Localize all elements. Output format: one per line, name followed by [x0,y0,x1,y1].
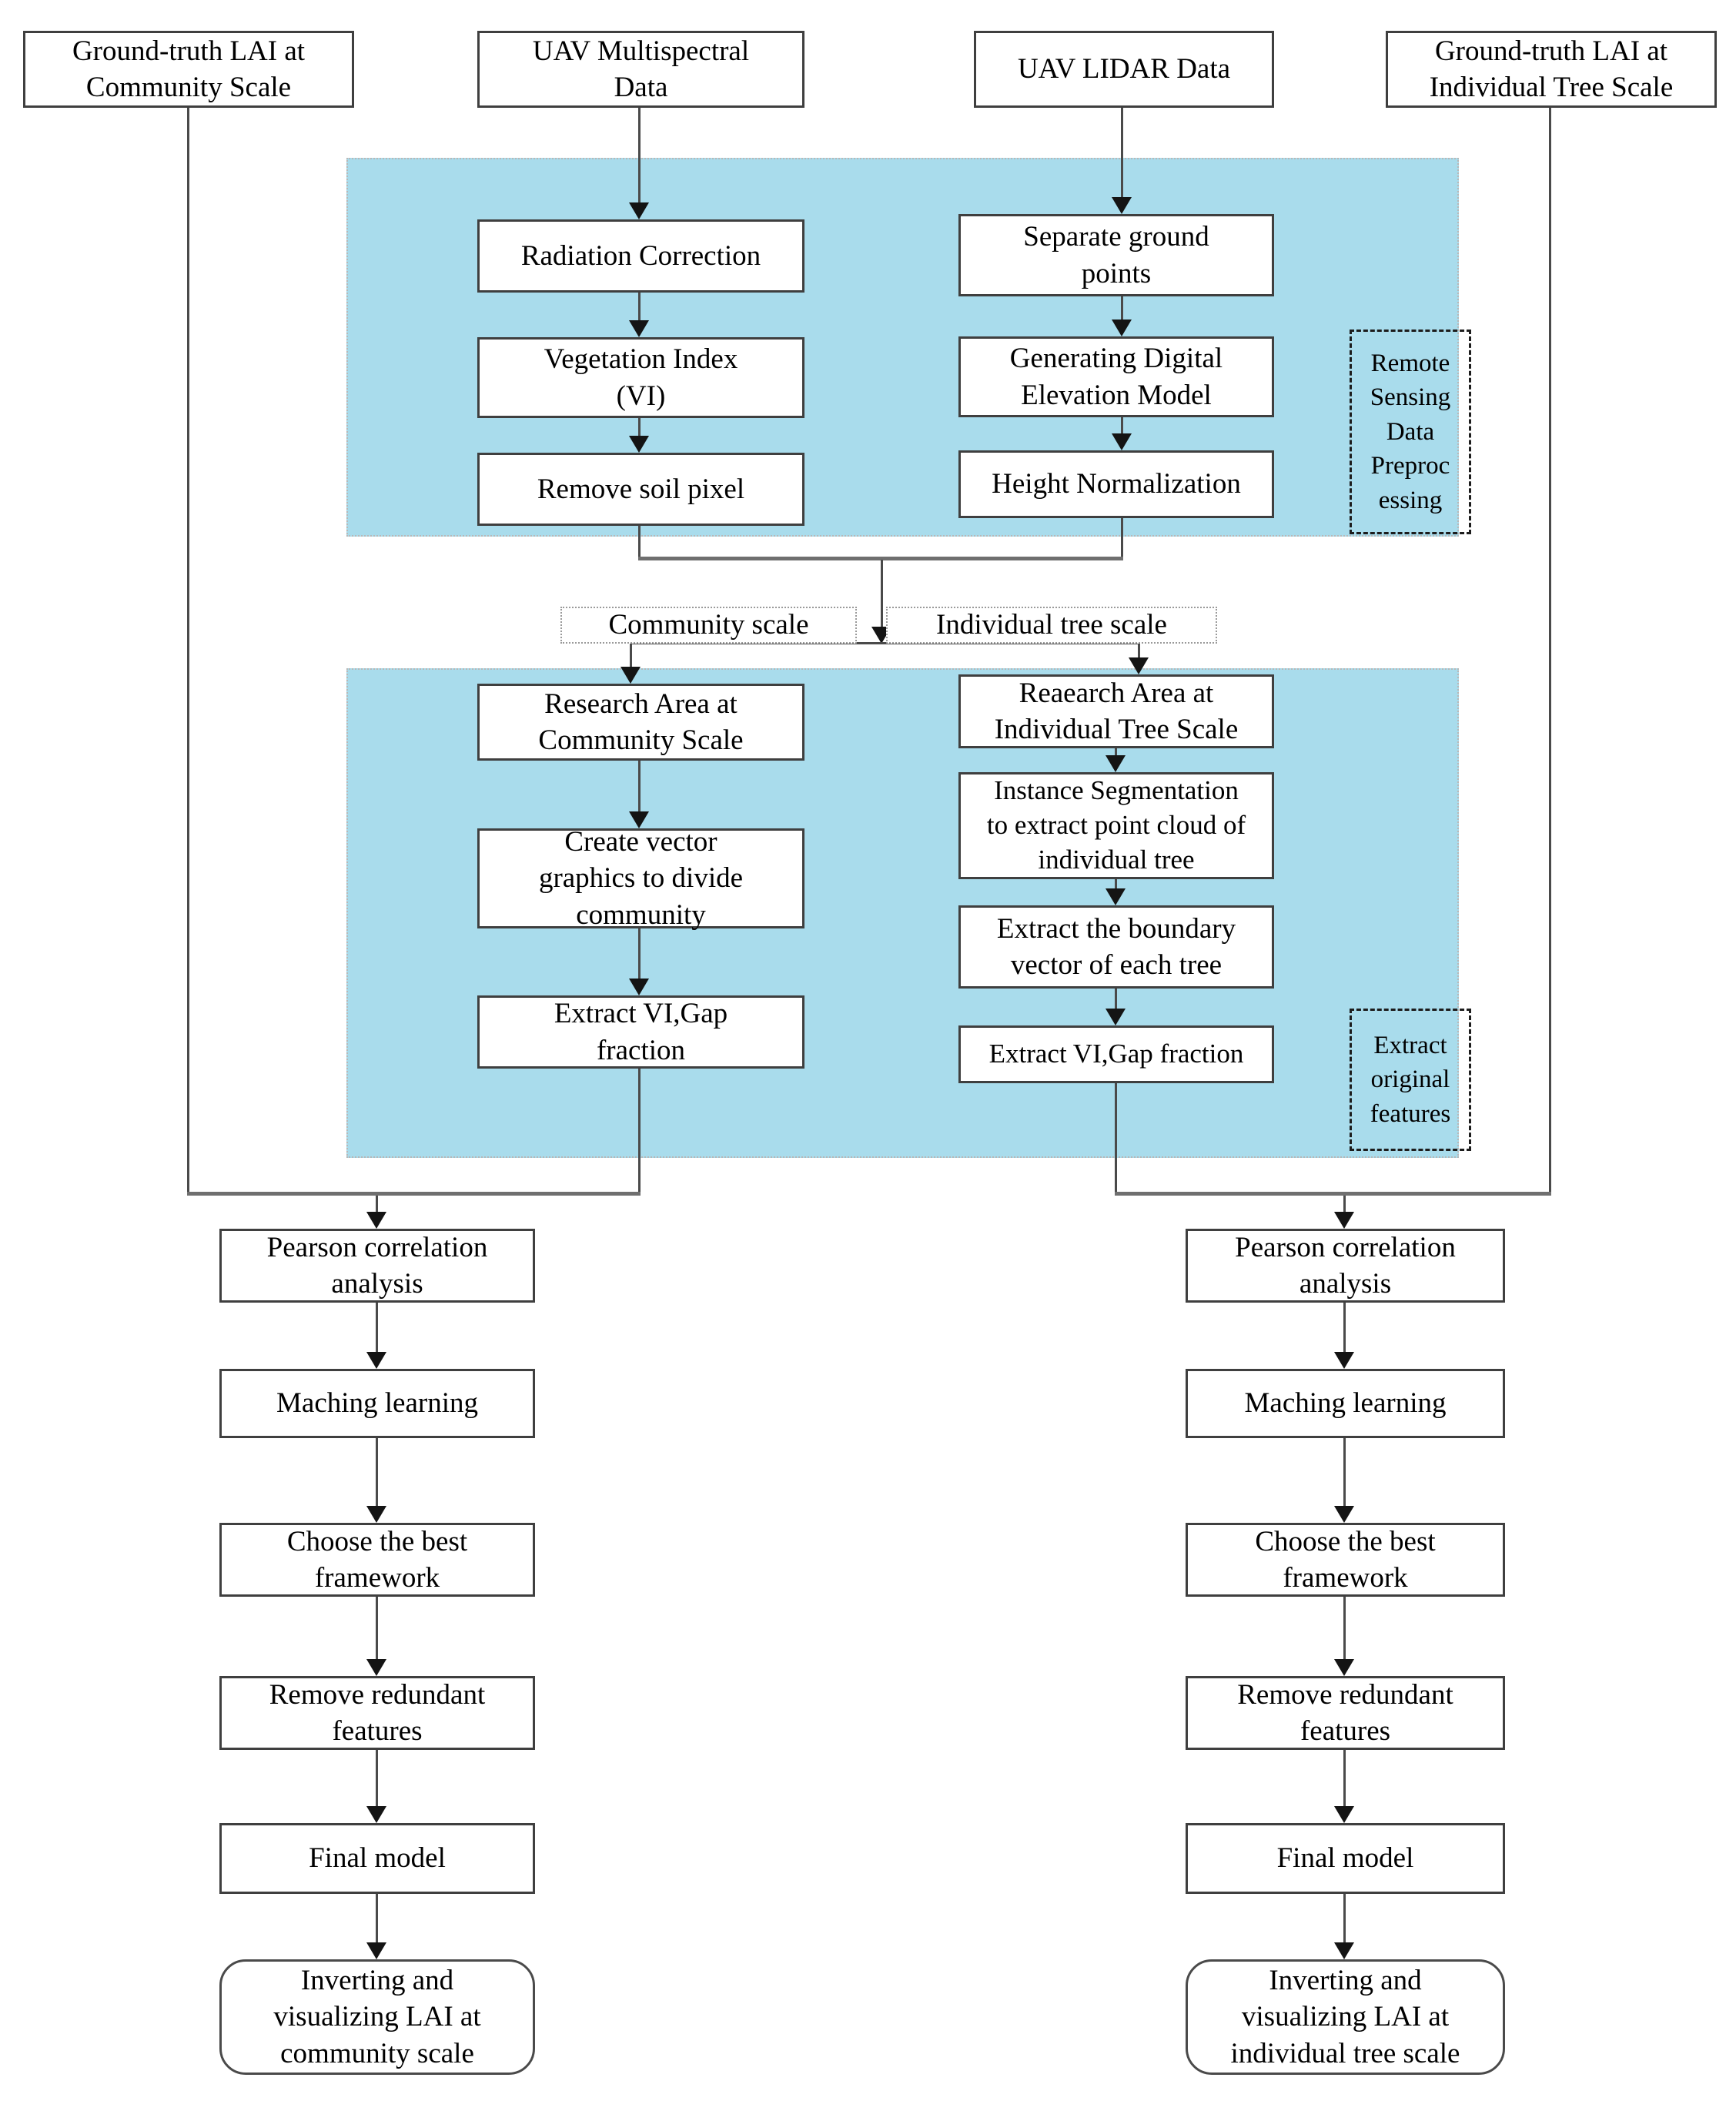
box-choose-framework-community: Choose the best framework [219,1523,535,1597]
connector-gt-community-line [187,108,189,1194]
arrowhead-l3 [366,1659,386,1676]
connector-boundary-to-extract [1115,989,1117,1009]
connector-multispectral-down [638,108,641,202]
arrowhead-l2 [366,1506,386,1523]
box-machine-learning-individual: Maching learning [1186,1369,1505,1438]
arrowhead-r3 [1334,1659,1354,1676]
box-extract-vi-gap-individual: Extract VI,Gap fraction [958,1025,1274,1083]
box-pearson-community: Pearson correlation analysis [219,1229,535,1303]
box-uav-multispectral: UAV Multispectral Data [477,31,804,108]
arrowhead-into-radiation [629,202,649,219]
box-remove-redundant-community: Remove redundant features [219,1676,535,1750]
box-machine-learning-community: Maching learning [219,1369,535,1438]
connector-soil-merge [638,526,641,558]
connector-dem-to-height [1121,417,1123,433]
connector-vector-to-extract [638,928,641,979]
connector-split-right [1138,644,1140,657]
arrowhead-into-height [1112,433,1132,450]
box-create-vector-graphics: Create vector graphics to divide communi… [477,826,804,931]
box-height-normalization: Height Normalization [958,450,1274,518]
box-gt-individual: Ground-truth LAI at Individual Tree Scal… [1386,31,1717,108]
connector-l3 [376,1597,378,1659]
box-extract-boundary-vector: Extract the boundary vector of each tree [958,905,1274,989]
connector-extract-individual-down [1115,1083,1117,1194]
connector-sep-to-dem [1121,296,1123,319]
connector-individual-merge-bar [1115,1192,1551,1196]
terminal-inverting-lai-community: Inverting and visualizing LAI at communi… [219,1959,535,2075]
connector-instance-to-boundary [1115,879,1117,888]
arrowhead-into-vi [629,320,649,337]
connector-l5 [376,1894,378,1942]
box-research-area-community: Research Area at Community Scale [477,684,804,761]
connector-rad-to-vi [638,293,641,320]
arrowhead-into-research-individual [1129,657,1149,674]
connector-pearson-community-drop [376,1196,378,1212]
arrowhead-into-research-community [620,667,641,684]
arrowhead-l5 [366,1942,386,1959]
label-individual-tree-scale: Individual tree scale [886,607,1217,644]
box-gt-community: Ground-truth LAI at Community Scale [23,31,354,108]
connector-research-to-instance [1115,748,1117,755]
box-pearson-individual: Pearson correlation analysis [1186,1229,1505,1303]
arrowhead-into-pearson-individual [1334,1212,1354,1229]
connector-pearson-individual-drop [1343,1196,1346,1212]
box-radiation-correction: Radiation Correction [477,219,804,293]
arrowhead-into-extract-community [629,979,649,995]
box-final-model-individual: Final model [1186,1823,1505,1894]
box-remove-redundant-individual: Remove redundant features [1186,1676,1505,1750]
connector-r3 [1343,1597,1346,1659]
connector-merge-bar [638,557,1123,560]
arrowhead-into-soil [629,436,649,453]
connector-r1 [1343,1303,1346,1352]
box-extract-vi-gap-community: Extract VI,Gap fraction [477,995,804,1069]
box-research-area-individual: Reaearch Area at Individual Tree Scale [958,674,1274,748]
terminal-inverting-lai-individual: Inverting and visualizing LAI at individ… [1186,1959,1505,2075]
box-generate-dem: Generating Digital Elevation Model [958,336,1274,417]
connector-l4 [376,1750,378,1806]
arrowhead-l1 [366,1352,386,1369]
box-instance-segmentation: Instance Segmentation to extract point c… [958,772,1274,879]
arrowhead-l4 [366,1806,386,1823]
box-choose-framework-individual: Choose the best framework [1186,1523,1505,1597]
connector-lidar-down [1121,108,1123,197]
box-vegetation-index: Vegetation Index (VI) [477,337,804,418]
label-community-scale: Community scale [560,607,857,644]
arrowhead-r1 [1334,1352,1354,1369]
arrowhead-into-extract-individual [1105,1009,1126,1025]
arrowhead-into-separate-ground [1112,197,1132,214]
arrowhead-into-pearson-community [366,1212,386,1229]
connector-extract-community-down [638,1069,641,1194]
connector-vi-to-soil [638,418,641,436]
box-remove-soil-pixel: Remove soil pixel [477,453,804,526]
connector-r5 [1343,1894,1346,1942]
connector-splitter-bar [631,642,1140,644]
label-remote-sensing-preprocessing: Remote Sensing Data Preproc essing [1350,330,1471,534]
arrowhead-r2 [1334,1506,1354,1523]
connector-height-merge [1121,518,1123,558]
arrowhead-into-dem [1112,319,1132,336]
box-final-model-community: Final model [219,1823,535,1894]
connector-split-left [630,644,632,667]
connector-r2 [1343,1438,1346,1506]
arrowhead-r4 [1334,1806,1354,1823]
connector-research-to-vector [638,761,641,811]
connector-l2 [376,1438,378,1506]
label-extract-original-features: Extract original features [1350,1009,1471,1151]
connector-r4 [1343,1750,1346,1806]
arrowhead-into-instance [1105,755,1126,772]
arrowhead-into-vector [629,811,649,828]
arrowhead-into-boundary [1105,888,1126,905]
connector-merge-drop [881,560,883,627]
connector-l1 [376,1303,378,1352]
box-uav-lidar: UAV LIDAR Data [974,31,1274,108]
connector-gt-individual-line [1549,108,1551,1194]
arrowhead-r5 [1334,1942,1354,1959]
box-separate-ground-points: Separate ground points [958,214,1274,296]
connector-community-merge-bar [187,1192,641,1196]
